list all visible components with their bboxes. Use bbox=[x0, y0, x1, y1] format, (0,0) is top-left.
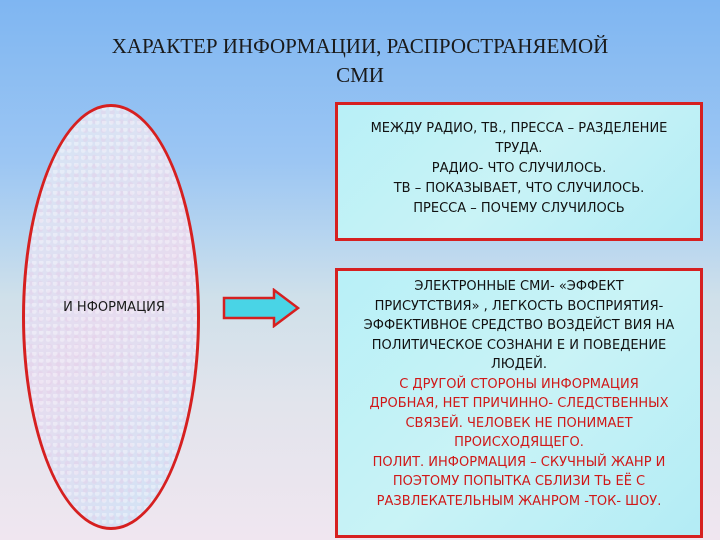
box1-line: МЕЖДУ РАДИО, ТВ., ПРЕССА – РАЗДЕЛЕНИЕ bbox=[370, 121, 668, 136]
box2-line: ПРИСУТСТВИЯ» , ЛЕГКОСТЬ ВОСПРИЯТИЯ- bbox=[374, 298, 664, 314]
box2-line: ПОЛИТИЧЕСКОЕ СОЗНАНИ Е И ПОВЕДЕНИЕ bbox=[371, 337, 667, 353]
right-arrow-icon bbox=[222, 288, 300, 328]
box2-red-line: ПОЛИТ. ИНФОРМАЦИЯ – СКУЧНЫЙ ЖАНР И bbox=[372, 454, 666, 470]
box2-red-line: С ДРУГОЙ СТОРОНЫ ИНФОРМАЦИЯ bbox=[399, 376, 639, 392]
box2-red-line: СВЯЗЕЙ. ЧЕЛОВЕК НЕ ПОНИМАЕТ bbox=[405, 415, 633, 431]
electronic-media-box: ЭЛЕКТРОННЫЕ СМИ- «ЭФФЕКТ ПРИСУТСТВИЯ» , … bbox=[335, 268, 703, 538]
information-oval-label: И НФОРМАЦИЯ bbox=[63, 300, 165, 315]
box2-line: ЭЛЕКТРОННЫЕ СМИ- «ЭФФЕКТ bbox=[414, 279, 624, 294]
media-division-box: МЕЖДУ РАДИО, ТВ., ПРЕССА – РАЗДЕЛЕНИЕ ТР… bbox=[335, 102, 703, 241]
information-oval bbox=[22, 104, 200, 530]
box2-red-line: РАЗВЛЕКАТЕЛЬНЫМ ЖАНРОМ -ТОК- ШОУ. bbox=[376, 493, 662, 509]
box2-line: ЭФФЕКТИВНОЕ СРЕДСТВО ВОЗДЕЙСТ ВИЯ НА bbox=[363, 318, 675, 333]
slide-title-line-2: СМИ bbox=[336, 63, 384, 87]
box2-red-line: ПРОИСХОДЯЩЕГО. bbox=[454, 435, 584, 450]
box1-line: ТВ – ПОКАЗЫВАЕТ, ЧТО СЛУЧИЛОСЬ. bbox=[393, 181, 645, 196]
slide-title: ХАРАКТЕР ИНФОРМАЦИИ, РАСПРОСТРАНЯЕМОЙ СМ… bbox=[40, 32, 680, 90]
box2-line: ЛЮДЕЙ. bbox=[490, 357, 548, 372]
box1-line: РАДИО- ЧТО СЛУЧИЛОСЬ. bbox=[431, 161, 607, 176]
box1-line: ПРЕССА – ПОЧЕМУ СЛУЧИЛОСЬ bbox=[413, 201, 625, 216]
slide-title-line-1: ХАРАКТЕР ИНФОРМАЦИИ, РАСПРОСТРАНЯЕМОЙ bbox=[111, 34, 609, 58]
box1-line: ТРУДА. bbox=[495, 141, 543, 156]
box2-red-line: ДРОБНАЯ, НЕТ ПРИЧИННО- СЛЕДСТВЕННЫХ bbox=[369, 396, 669, 411]
box2-red-line: ПОЭТОМУ ПОПЫТКА СБЛИЗИ ТЬ ЕЁ С bbox=[392, 474, 646, 489]
